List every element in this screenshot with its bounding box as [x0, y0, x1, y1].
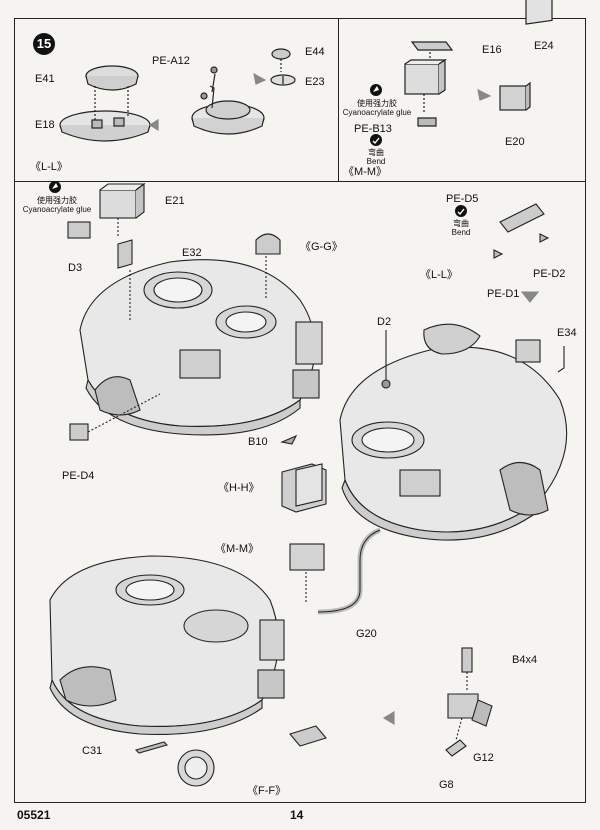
label-c31: C31: [82, 745, 103, 757]
glue-label-cn-main: 使用强力胶: [37, 196, 77, 205]
label-d2: D2: [377, 316, 392, 328]
top-border: [14, 18, 586, 19]
section-label-mm-top: 《M-M》: [343, 166, 387, 178]
label-e41: E41: [35, 73, 55, 85]
bend-label-en-main: Bend: [451, 228, 471, 237]
label-d3: D3: [68, 262, 83, 274]
panel-divider-horizontal: [14, 181, 586, 182]
panel-divider-vertical: [338, 18, 339, 181]
label-f-f: 《F-F》: [247, 785, 287, 797]
label-e18: E18: [35, 119, 55, 131]
label-g12: G12: [473, 752, 494, 764]
bottom-border: [14, 802, 586, 803]
bend-label-en-top: Bend: [366, 157, 386, 166]
label-l-l: 《L-L》: [420, 269, 458, 281]
label-e24: E24: [534, 40, 554, 52]
label-e44: E44: [305, 46, 325, 58]
product-code: 05521: [17, 808, 51, 822]
label-e20: E20: [505, 136, 525, 148]
label-e23: E23: [305, 76, 325, 88]
label-pe-d4: PE-D4: [62, 470, 95, 482]
label-g20: G20: [356, 628, 377, 640]
label-b4x4: B4x4: [512, 654, 538, 666]
label-e34: E34: [557, 327, 577, 339]
bend-label-cn-main: 弯曲: [453, 219, 469, 228]
label-pe-d5: PE-D5: [446, 193, 479, 205]
right-border: [585, 18, 586, 803]
section-label-ll-top: 《L-L》: [30, 161, 68, 173]
label-pe-d2: PE-D2: [533, 268, 566, 280]
label-pe-a12: PE-A12: [152, 55, 190, 67]
glue-label-en-main: Cyanoacrylate glue: [22, 205, 92, 214]
label-pe-d1: PE-D1: [487, 288, 520, 300]
label-b10: B10: [248, 436, 268, 448]
glue-label-en-top: Cyanoacrylate glue: [342, 108, 412, 117]
label-g-g: 《G-G》: [300, 241, 343, 253]
label-e21: E21: [165, 195, 185, 207]
label-e32: E32: [182, 247, 202, 259]
label-pe-b13: PE-B13: [354, 123, 392, 135]
label-h-h: 《H-H》: [218, 482, 260, 494]
label-m-m: 《M-M》: [215, 543, 259, 555]
glue-label-cn-top: 使用强力胶: [357, 99, 397, 108]
label-g8: G8: [439, 779, 454, 791]
bend-label-cn-top: 弯曲: [368, 148, 384, 157]
label-e16: E16: [482, 44, 502, 56]
step-number-badge: 15: [33, 33, 55, 55]
left-border: [14, 18, 15, 803]
page-number: 14: [290, 808, 304, 822]
